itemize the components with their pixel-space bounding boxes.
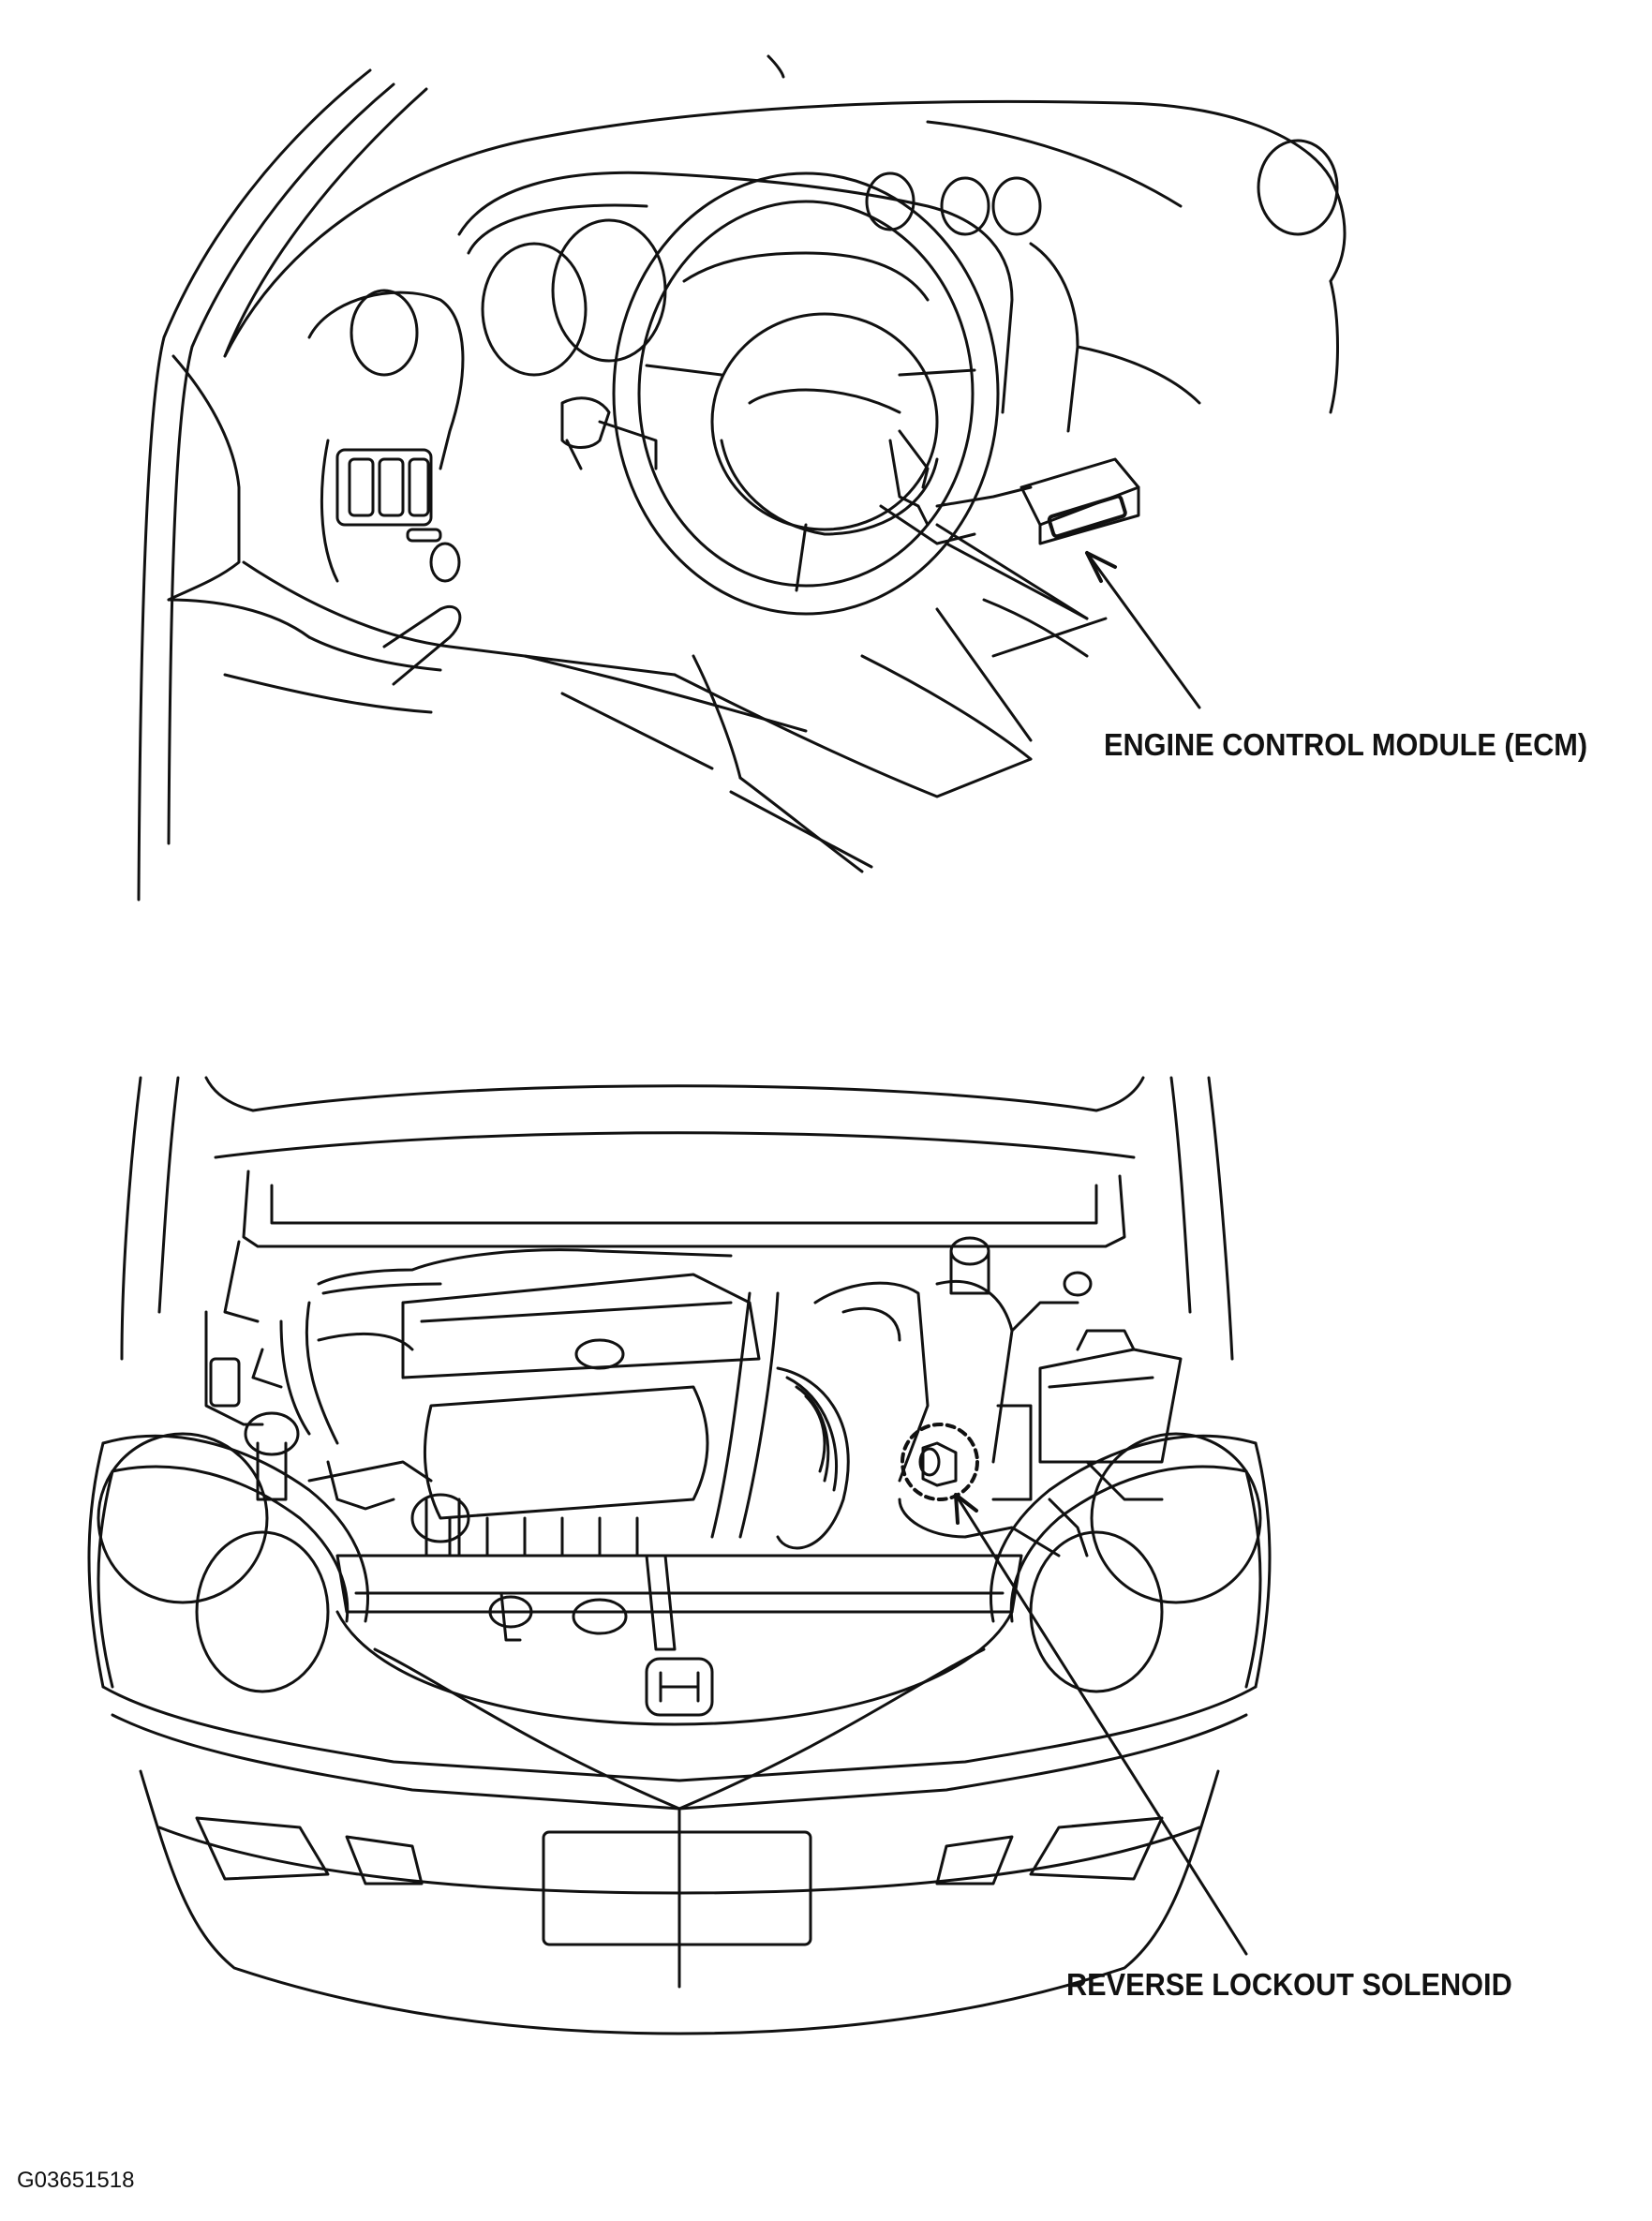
ecm-module	[935, 457, 1140, 545]
door-side-panel	[167, 354, 462, 714]
instrument-cluster	[457, 171, 1201, 433]
solenoid-callout-label: REVERSE LOCKOUT SOLENOID	[1066, 1967, 1512, 2002]
solenoid-leader-line	[954, 1493, 1248, 1956]
left-headlight	[87, 1432, 369, 1693]
reverse-lockout-solenoid	[898, 1423, 1061, 1558]
left-vents	[307, 289, 465, 583]
hood	[120, 1076, 1234, 1361]
a-pillar	[137, 68, 428, 902]
engine-valve-cover	[401, 1273, 761, 1558]
right-headlight	[990, 1432, 1272, 1693]
ecm-callout-label: ENGINE CONTROL MODULE (ECM)	[1104, 727, 1588, 762]
stalk-lever	[560, 396, 658, 470]
steering-column	[879, 504, 1108, 742]
emblem-grille	[645, 1657, 714, 1717]
left-components	[204, 1310, 470, 1558]
dashboard-top	[223, 54, 1347, 414]
lower-dashboard	[242, 560, 1089, 873]
intake-pipe	[710, 1279, 1014, 1539]
front-bumper	[101, 1647, 1258, 2035]
wiring-harness	[251, 1248, 733, 1445]
switch-panel	[335, 448, 461, 583]
radiator-support	[335, 1554, 1023, 1726]
ecm-leader-line	[1085, 551, 1201, 709]
figure-id: G03651518	[17, 2168, 135, 2193]
intake-hose	[776, 1366, 850, 1550]
license-plate	[542, 1830, 812, 1946]
passenger-vent	[1257, 139, 1339, 236]
hood-support	[223, 1170, 1126, 1323]
steering-wheel	[612, 171, 1000, 616]
right-components	[949, 1236, 1183, 1558]
dashboard-illustration	[137, 54, 1347, 902]
fog-vents	[195, 1816, 1164, 1886]
